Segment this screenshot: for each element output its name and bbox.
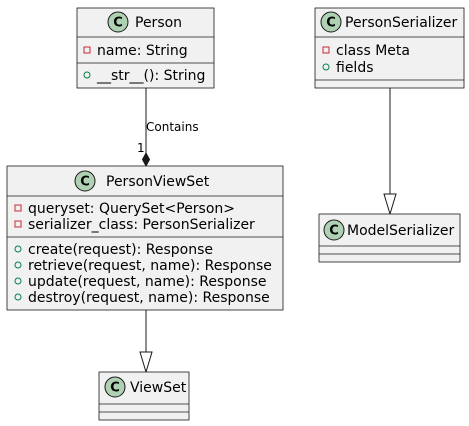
class-person-viewset-name: PersonViewSet [106, 174, 210, 190]
inheritance-edge-serializer [383, 88, 397, 216]
public-marker-icon [14, 293, 22, 301]
class-model-serializer-name: ModelSerializer [347, 223, 455, 239]
class-person[interactable]: C Person name: String __str__(): String [76, 7, 215, 89]
inheritance-arrowhead-serializer [383, 193, 397, 216]
class-person-frame [76, 7, 215, 89]
class-badge-icon [104, 376, 126, 398]
class-person-viewset-method: update(request, name): Response [28, 274, 266, 290]
public-marker-icon [14, 245, 22, 253]
public-marker-icon [14, 261, 22, 269]
composition-edge: Contains 1 [137, 88, 199, 168]
class-person-viewset-attr: queryset: QuerySet<Person> [28, 201, 235, 217]
public-marker-icon [14, 277, 22, 285]
class-person-viewset[interactable]: C PersonViewSet queryset: QuerySet<Perso… [6, 165, 284, 311]
class-badge-letter: C [329, 224, 339, 239]
class-person-viewset-method: create(request): Response [28, 242, 213, 258]
composition-multiplicity: 1 [137, 141, 145, 155]
private-marker-icon [14, 204, 22, 212]
inheritance-arrowhead-viewset [139, 351, 153, 374]
private-marker-icon [14, 220, 22, 228]
class-badge-letter: C [113, 16, 123, 31]
class-model-serializer[interactable]: C ModelSerializer [318, 213, 461, 263]
private-marker-icon [322, 46, 330, 54]
class-badge-icon [320, 11, 342, 33]
public-marker-icon [83, 71, 91, 79]
composition-diamond [141, 151, 151, 168]
class-person-method: __str__(): String [96, 68, 205, 84]
class-person-attr: name: String [97, 43, 188, 59]
class-badge-icon [323, 219, 345, 241]
class-person-name: Person [135, 15, 182, 31]
class-person-viewset-attr: serializer_class: PersonSerializer [28, 217, 255, 233]
class-person-serializer-name: PersonSerializer [345, 15, 458, 31]
class-person-serializer[interactable]: C PersonSerializer class Meta fields [314, 7, 465, 89]
class-person-viewset-method: retrieve(request, name): Response [28, 258, 272, 274]
class-viewset[interactable]: C ViewSet [98, 371, 190, 421]
inheritance-edge-viewset [139, 310, 153, 374]
class-person-serializer-attr: class Meta [336, 43, 410, 59]
class-badge-letter: C [326, 16, 336, 31]
private-marker-icon [83, 46, 91, 54]
class-person-serializer-attr: fields [336, 60, 374, 76]
composition-label: Contains [146, 120, 199, 134]
class-person-viewset-frame [6, 165, 284, 311]
class-person-viewset-method: destroy(request, name): Response [28, 290, 270, 306]
class-badge-icon [107, 11, 129, 33]
class-badge-letter: C [80, 175, 90, 190]
class-badge-icon [74, 170, 96, 192]
public-marker-icon [322, 63, 330, 71]
class-viewset-name: ViewSet [130, 380, 187, 396]
class-badge-letter: C [110, 381, 120, 396]
